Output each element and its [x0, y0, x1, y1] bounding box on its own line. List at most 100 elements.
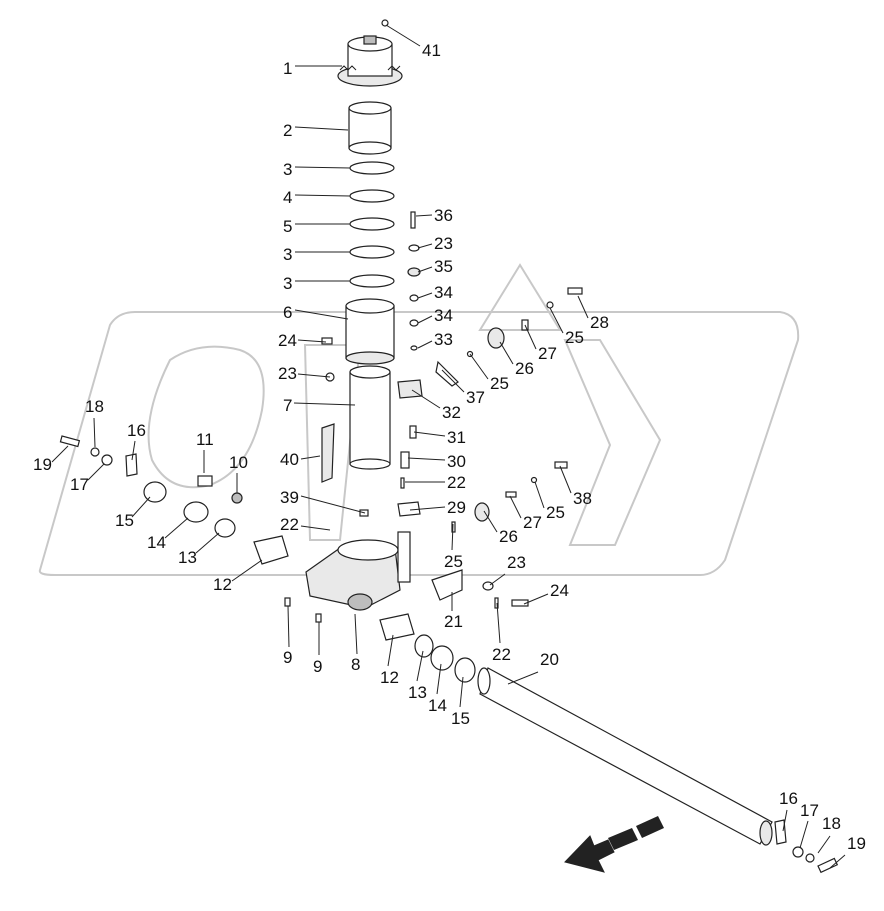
part-20-shaft	[477, 667, 773, 846]
part-number-label-c36: 36	[434, 206, 453, 225]
part-number-label-c26b: 26	[499, 527, 518, 546]
part-number-label-c1: 1	[283, 59, 292, 78]
leader-line-c30	[407, 457, 446, 461]
leader-line-c16b	[782, 809, 788, 832]
part-number-label-c18a: 18	[85, 397, 104, 416]
part-number-label-c13b: 13	[408, 683, 427, 702]
part-number-label-c27a: 27	[538, 344, 557, 363]
part-number-label-c39: 39	[280, 488, 299, 507]
leader-line-c22c	[496, 602, 501, 644]
part-number-label-c23a: 23	[278, 364, 297, 383]
part-8-housing	[305, 531, 411, 611]
part-number-label-c24b: 24	[550, 581, 569, 600]
part-number-label-c21: 21	[444, 612, 463, 631]
leader-line-c15a	[131, 496, 151, 518]
leader-line-c40	[300, 455, 321, 460]
part-number-label-c28: 28	[590, 313, 609, 332]
part-number-label-c6: 6	[283, 303, 292, 322]
part-number-label-c19a: 19	[33, 455, 52, 474]
direction-arrow	[564, 816, 664, 873]
part-number-label-c16a: 16	[127, 421, 146, 440]
leader-line-c24a	[297, 339, 327, 343]
part-number-label-c9b: 9	[313, 657, 322, 676]
leader-line-c19a	[51, 445, 69, 463]
part-6-housing	[345, 298, 395, 365]
part-number-label-c25d: 25	[444, 552, 463, 571]
part-number-label-c41: 41	[422, 41, 441, 60]
part-number-label-c10: 10	[229, 453, 248, 472]
leader-line-c25b	[469, 353, 489, 380]
part-number-label-c3b: 3	[283, 245, 292, 264]
leader-line-c2	[294, 126, 349, 131]
watermark-logo	[38, 263, 800, 576]
leader-line-c23b	[417, 243, 433, 249]
part-number-label-c22a: 22	[280, 515, 299, 534]
part-number-label-c3a: 3	[283, 160, 292, 179]
part-number-label-c29: 29	[447, 498, 466, 517]
leader-line-c22a	[300, 525, 331, 531]
leader-line-c23c	[489, 573, 506, 586]
leader-line-c39	[300, 495, 366, 514]
part-number-label-c30: 30	[447, 452, 466, 471]
part-number-label-c37: 37	[466, 388, 485, 407]
part-number-label-c23c: 23	[507, 553, 526, 572]
leader-line-c26b	[483, 510, 498, 533]
leader-line-c25c	[534, 481, 545, 509]
rings-left	[143, 481, 236, 538]
part-number-label-c20: 20	[540, 650, 559, 669]
part-number-label-c22b: 22	[447, 473, 466, 492]
leader-line-c37	[441, 369, 465, 393]
part-number-label-c32: 32	[442, 403, 461, 422]
part-40-bracket	[321, 423, 335, 483]
leader-line-c13b	[416, 650, 424, 682]
small-hardware	[59, 211, 839, 874]
part-number-label-c3c: 3	[283, 274, 292, 293]
part-number-label-c14a: 14	[147, 533, 166, 552]
leader-line-c18a	[93, 417, 96, 448]
part-number-label-c12a: 12	[213, 575, 232, 594]
leader-line-c12b	[387, 634, 394, 667]
part-number-label-c33: 33	[434, 330, 453, 349]
callout-labels: 4112345336242374039223623353434332825272…	[33, 24, 866, 869]
part-number-label-c14b: 14	[428, 696, 447, 715]
leader-line-c32	[411, 389, 441, 409]
part-number-label-c26a: 26	[515, 359, 534, 378]
leader-line-c13a	[195, 532, 220, 554]
leader-line-c18b	[817, 835, 831, 854]
rings-stack	[349, 161, 395, 288]
part-number-label-c27b: 27	[523, 513, 542, 532]
leader-line-c14b	[436, 663, 442, 695]
part-number-label-c19b: 19	[847, 834, 866, 853]
part-number-label-c25a: 25	[565, 328, 584, 347]
leader-line-c17a	[87, 463, 105, 481]
part-number-label-c8: 8	[351, 655, 360, 674]
rings-right	[414, 634, 476, 683]
leader-line-c29	[409, 506, 446, 511]
part-number-label-c16b: 16	[779, 789, 798, 808]
leader-line-c17b	[799, 820, 809, 849]
leader-line-c34a	[417, 292, 433, 299]
leader-line-c36	[415, 214, 433, 217]
leader-line-c4	[294, 194, 351, 197]
leader-line-c35	[417, 266, 433, 273]
leader-line-c34b	[417, 315, 433, 324]
part-number-label-c7: 7	[283, 396, 292, 415]
leader-line-c16a	[131, 440, 136, 461]
part-number-label-c2: 2	[283, 121, 292, 140]
part-number-label-c18b: 18	[822, 814, 841, 833]
part-number-label-c34b: 34	[434, 306, 453, 325]
leader-line-c8	[354, 613, 358, 655]
part-number-label-c15b: 15	[451, 709, 470, 728]
leader-line-c41	[385, 24, 421, 47]
part-number-label-c24a: 24	[278, 331, 297, 350]
leader-line-c24b	[523, 593, 549, 605]
part-number-label-c12b: 12	[380, 668, 399, 687]
part-number-label-c25b: 25	[490, 374, 509, 393]
part-number-label-c22c: 22	[492, 645, 511, 664]
part-12-bushings	[253, 535, 415, 641]
leader-line-c25d	[451, 523, 454, 551]
part-number-label-c35: 35	[434, 257, 453, 276]
leader-line-c7	[293, 402, 356, 406]
part-number-label-c17b: 17	[800, 801, 819, 820]
